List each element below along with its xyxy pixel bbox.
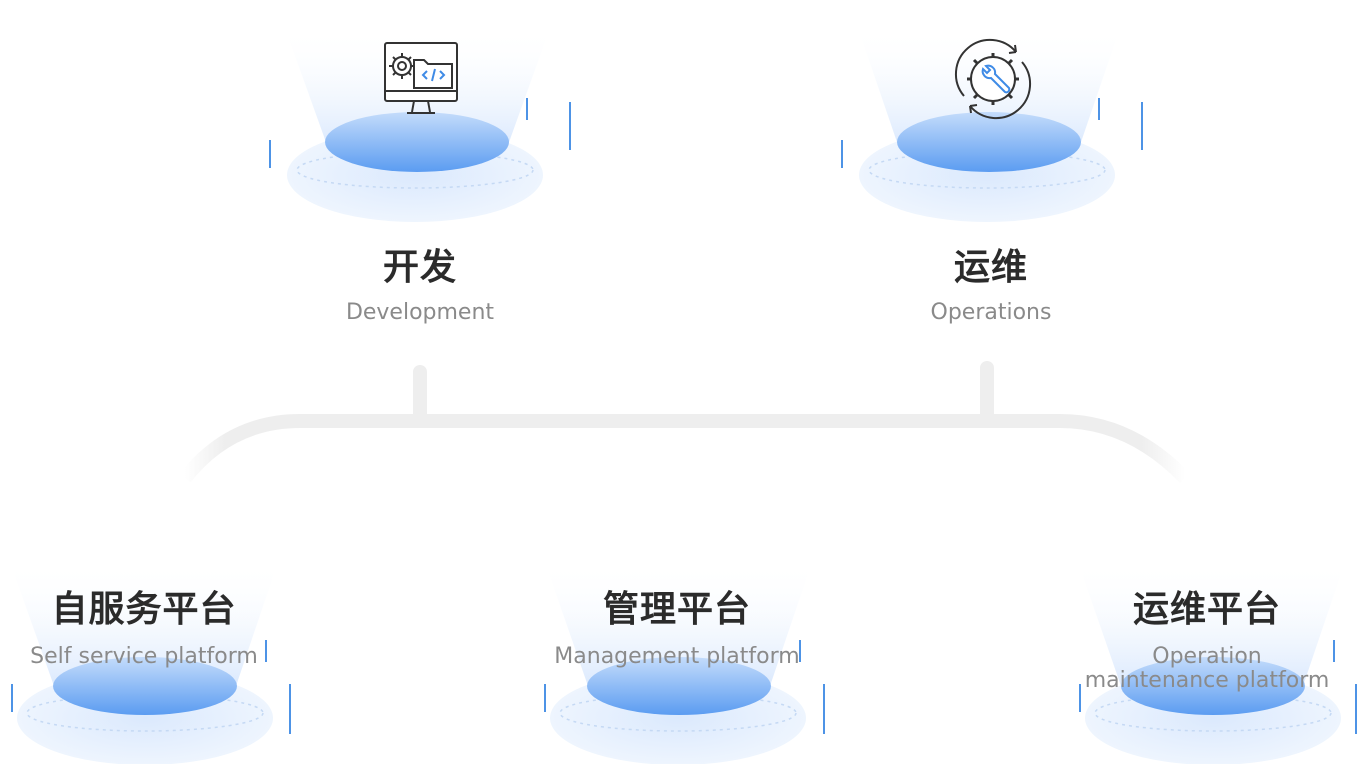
node-title-development: 开发 [382, 247, 457, 288]
node-title-operations: 运维 [953, 247, 1028, 288]
node-title-operation-maintenance-platform: 运维平台 [1132, 589, 1281, 630]
node-subtitle-operations: Operations [930, 300, 1052, 325]
platform-management [544, 562, 825, 764]
platform-operation-maintenance [1078, 562, 1357, 764]
node-title-management-platform: 管理平台 [602, 589, 751, 630]
node-title-self-service-platform: 自服务平台 [51, 589, 237, 630]
monitor-code-gear-icon [384, 42, 458, 114]
node-subtitle-development: Development [345, 300, 495, 325]
node-subtitle-operation-maintenance-platform: Operation maintenance platform [1084, 644, 1330, 693]
node-subtitle-self-service-platform: Self service platform [30, 644, 258, 669]
node-subtitle-management-platform: Management platform [554, 644, 800, 669]
platform-self-service [10, 562, 291, 764]
connector-lines [179, 361, 1191, 483]
platform-operations [841, 28, 1143, 222]
gear-wrench-cycle-icon [954, 38, 1032, 120]
